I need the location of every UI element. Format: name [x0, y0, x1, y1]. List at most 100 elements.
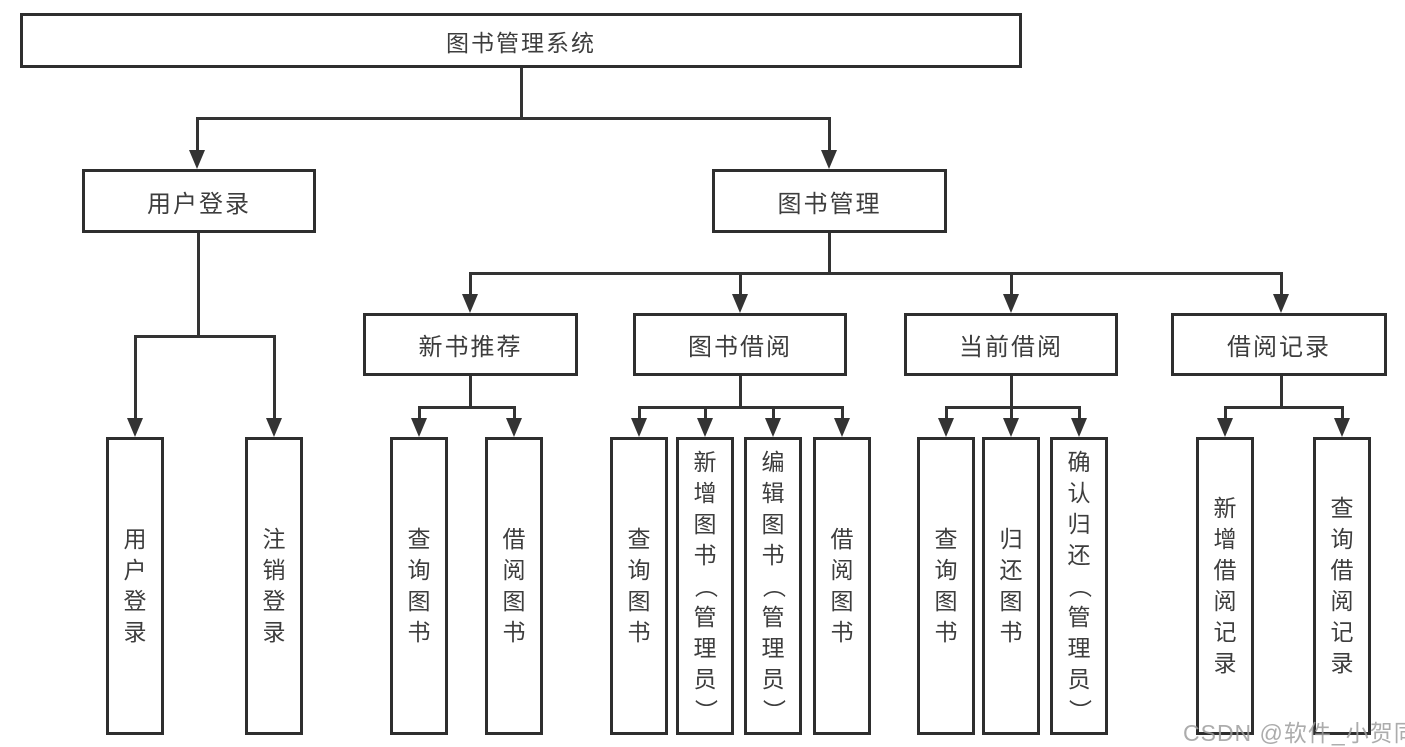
- node-label: 图书借阅: [688, 334, 792, 361]
- connector-line: [945, 406, 948, 420]
- vertical-char: 询: [627, 557, 651, 583]
- vertical-char: 图: [999, 588, 1023, 614]
- connector-line: [1280, 272, 1283, 296]
- vertical-char: 管: [693, 603, 717, 630]
- node-label: 新增图书 （ 管理员 ）: [693, 447, 719, 726]
- node-current-borrowing: 当前借阅: [904, 313, 1118, 376]
- arrowhead-down-icon: [462, 294, 478, 313]
- vertical-char: 图: [627, 588, 651, 614]
- vertical-char: 图: [830, 588, 854, 614]
- vertical-char: 图: [693, 510, 717, 537]
- vertical-char: 编: [761, 448, 785, 475]
- vertical-char: 阅: [830, 557, 854, 583]
- node-label: 借阅记录: [1227, 334, 1331, 361]
- connector-line: [638, 406, 641, 420]
- node-label: 确认归还（管理员）: [1067, 447, 1093, 726]
- arrowhead-down-icon: [266, 418, 282, 437]
- vertical-char: 书: [502, 619, 526, 645]
- vertical-char: 查: [1330, 495, 1354, 521]
- vertical-char: 理: [1067, 634, 1091, 661]
- arrowhead-down-icon: [1071, 418, 1087, 437]
- vertical-char: 查: [934, 526, 958, 552]
- node-leaf-return-books: 归还图书: [982, 437, 1040, 735]
- node-leaf-query-books-recommend: 查询图书: [390, 437, 448, 735]
- vertical-char: 录: [123, 619, 147, 645]
- arrowhead-down-icon: [127, 418, 143, 437]
- vertical-char: 记: [1330, 619, 1354, 645]
- node-leaf-logout: 注销登录: [245, 437, 303, 735]
- connector-line: [1010, 406, 1013, 420]
- arrowhead-down-icon: [411, 418, 427, 437]
- arrowhead-down-icon: [821, 150, 837, 169]
- vertical-char: 新: [1213, 495, 1237, 521]
- vertical-char: 销: [262, 557, 286, 583]
- vertical-char: 借: [502, 526, 526, 552]
- node-label: 查询借阅记录: [1331, 493, 1354, 679]
- vertical-char: 书: [693, 541, 717, 568]
- vertical-char: 借: [1330, 557, 1354, 583]
- vertical-char: 管: [1067, 603, 1091, 630]
- node-leaf-borrow-books-recommend: 借阅图书: [485, 437, 543, 735]
- vertical-char: 新: [693, 448, 717, 475]
- vertical-char: 图: [502, 588, 526, 614]
- vertical-char: 阅: [1213, 588, 1237, 614]
- vertical-char: 记: [1213, 619, 1237, 645]
- vertical-char: 借: [1213, 557, 1237, 583]
- connector-line: [638, 406, 844, 409]
- connector-line: [1280, 376, 1283, 407]
- vertical-char: 书: [999, 619, 1023, 645]
- vertical-char: 户: [123, 557, 147, 583]
- vertical-char: 确: [1067, 448, 1091, 475]
- arrowhead-down-icon: [834, 418, 850, 437]
- node-label: 编辑图书（管理员）: [761, 447, 787, 726]
- vertical-char: 图: [934, 588, 958, 614]
- vertical-char: 归: [999, 526, 1023, 552]
- vertical-char: 借: [830, 526, 854, 552]
- node-root-system: 图书管理系统: [20, 13, 1022, 68]
- node-leaf-borrow-books: 借阅图书: [813, 437, 871, 735]
- vertical-char: 还: [999, 557, 1023, 583]
- connector-line: [1010, 272, 1013, 296]
- connector-line: [1224, 406, 1227, 420]
- vertical-char: 理: [761, 634, 785, 661]
- node-label: 查询图书: [628, 524, 651, 648]
- vertical-char: 还: [1067, 541, 1091, 568]
- node-label: 查询图书: [408, 524, 431, 648]
- vertical-char: 员: [693, 665, 717, 692]
- vertical-char: 阅: [1330, 588, 1354, 614]
- node-book-borrowing: 图书借阅: [633, 313, 847, 376]
- node-label: 用户登录: [124, 524, 147, 648]
- vertical-char: 查: [627, 526, 651, 552]
- arrowhead-down-icon: [1003, 418, 1019, 437]
- connector-line: [945, 406, 1081, 409]
- vertical-char: 增: [693, 479, 717, 506]
- connector-line: [704, 406, 707, 420]
- vertical-char: 登: [262, 588, 286, 614]
- arrowhead-down-icon: [506, 418, 522, 437]
- node-label: 当前借阅: [959, 334, 1063, 361]
- connector-line: [134, 335, 276, 338]
- vertical-char: 辑: [761, 479, 785, 506]
- vertical-char: 书: [761, 541, 785, 568]
- vertical-char: （: [692, 574, 719, 598]
- node-label: 注销登录: [263, 524, 286, 648]
- vertical-char: 用: [123, 526, 147, 552]
- vertical-char: ）: [692, 698, 719, 722]
- connector-line: [469, 272, 472, 296]
- arrowhead-down-icon: [631, 418, 647, 437]
- node-borrowing-records: 借阅记录: [1171, 313, 1387, 376]
- vertical-char: 员: [761, 665, 785, 692]
- connector-line: [418, 406, 516, 409]
- node-leaf-edit-books-admin: 编辑图书（管理员）: [744, 437, 802, 735]
- vertical-char: 增: [1213, 526, 1237, 552]
- connector-line: [196, 117, 831, 120]
- vertical-char: 图: [407, 588, 431, 614]
- vertical-char: 录: [1213, 650, 1237, 676]
- vertical-char: 理: [693, 634, 717, 661]
- connector-line: [828, 117, 831, 152]
- connector-line: [418, 406, 421, 420]
- arrowhead-down-icon: [732, 294, 748, 313]
- vertical-char: 书: [627, 619, 651, 645]
- connector-line: [134, 335, 137, 420]
- node-label: 新增借阅记录: [1214, 493, 1237, 679]
